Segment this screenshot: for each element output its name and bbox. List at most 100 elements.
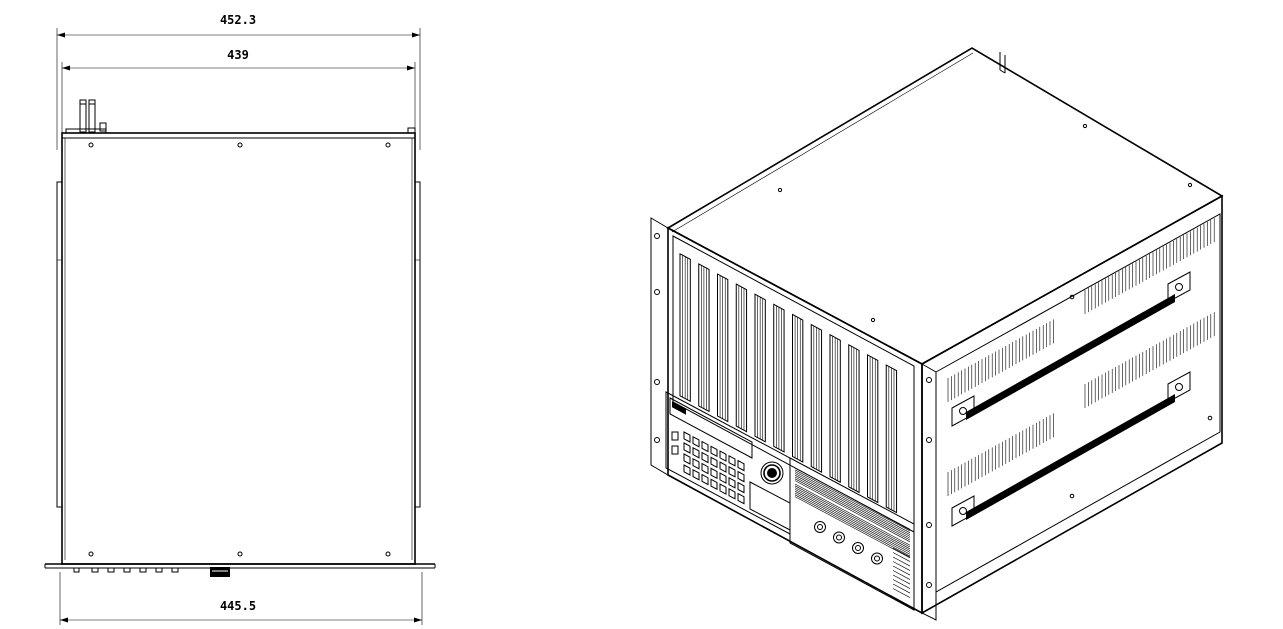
keypad-key xyxy=(728,477,736,489)
vent-column xyxy=(792,313,804,463)
vent-column xyxy=(679,252,691,403)
vent-slot xyxy=(794,490,911,553)
handle-end xyxy=(1167,371,1191,403)
vent-slot xyxy=(794,474,911,537)
vent-slot xyxy=(892,547,911,558)
keypad-key xyxy=(701,440,709,453)
top-view: 452.3 439 xyxy=(44,13,436,625)
keypad-key xyxy=(683,464,691,476)
keypad-key xyxy=(719,461,727,473)
keypad-key xyxy=(737,481,745,494)
bus-bar xyxy=(966,394,1175,520)
terminal-post-center xyxy=(874,555,880,562)
terminal-post-center xyxy=(855,545,861,551)
terminal-post xyxy=(871,552,883,565)
terminal-post xyxy=(833,531,845,544)
vent-slot xyxy=(892,579,911,589)
bus-bar xyxy=(966,294,1175,420)
vent-slot xyxy=(794,473,911,535)
vent-slot xyxy=(892,588,911,598)
terminal-post-center xyxy=(836,534,842,541)
chassis-side-face xyxy=(921,194,1223,615)
keypad-key xyxy=(692,446,700,459)
vent-slot xyxy=(892,574,911,585)
terminal-panel xyxy=(789,457,915,611)
dimension-body-width: 439 xyxy=(61,48,416,150)
chassis-body-top xyxy=(44,132,436,577)
rack-ear-right xyxy=(921,363,937,621)
side-vent-grille xyxy=(947,218,1215,496)
vent-column xyxy=(867,354,879,504)
handle-end xyxy=(1167,271,1191,303)
handle-bolt xyxy=(1175,283,1183,291)
front-vent-grille xyxy=(679,252,898,514)
vent-slot xyxy=(794,471,911,534)
dimension-label-overall-width: 452.3 xyxy=(220,13,256,27)
dimension-label-front-width: 445.5 xyxy=(220,599,256,613)
vent-slot xyxy=(794,492,911,555)
keypad-key xyxy=(710,456,718,469)
vent-slot xyxy=(794,467,911,530)
vent-column xyxy=(717,273,729,423)
keypad-key xyxy=(710,467,718,480)
keypad-key xyxy=(683,431,691,443)
vent-slot xyxy=(892,561,911,571)
rack-handles xyxy=(951,271,1191,527)
handle-bolt xyxy=(959,507,967,515)
keypad-key xyxy=(692,435,700,448)
vent-column xyxy=(735,283,748,433)
vent-slot xyxy=(892,583,911,594)
vent-slot xyxy=(892,552,911,562)
keypad-key xyxy=(728,455,736,467)
dimension-front-width: 445.5 xyxy=(59,572,423,625)
vent-slot xyxy=(794,483,911,546)
keypad-key xyxy=(719,483,727,495)
keypad-key xyxy=(683,442,691,454)
keypad xyxy=(671,431,745,505)
vent-column xyxy=(698,263,710,413)
vent-slot xyxy=(794,489,911,551)
vent-slot xyxy=(794,494,911,557)
vent-slot xyxy=(794,487,911,550)
power-switch xyxy=(671,445,679,455)
vent-slot xyxy=(892,556,911,567)
handle-end xyxy=(951,495,975,527)
keypad-key xyxy=(692,468,700,481)
keypad-key xyxy=(719,450,727,462)
rear-connectors xyxy=(65,99,416,134)
keypad-key xyxy=(728,466,736,478)
handle-bolt xyxy=(959,407,967,415)
terminal-post xyxy=(852,542,864,554)
isometric-view xyxy=(650,47,1224,621)
power-switch xyxy=(671,431,679,441)
handle-end xyxy=(951,395,975,427)
output-terminals xyxy=(814,521,883,565)
vent-column xyxy=(829,333,841,484)
keypad-key xyxy=(710,478,718,491)
vent-column xyxy=(754,293,766,443)
vent-slot xyxy=(794,469,911,532)
vent-slot xyxy=(794,480,911,543)
keypad-key xyxy=(701,451,709,464)
terminal-post xyxy=(814,521,826,533)
vent-slot xyxy=(794,485,911,548)
vent-slot xyxy=(794,496,911,559)
dimension-label-body-width: 439 xyxy=(227,48,249,62)
vent-column xyxy=(885,364,898,514)
keypad-key xyxy=(701,473,709,486)
vent-slot xyxy=(892,565,911,576)
keypad-key xyxy=(692,457,700,470)
vent-slot xyxy=(892,570,911,580)
vent-column xyxy=(810,323,823,473)
rack-ear-left xyxy=(650,217,669,476)
terminal-vent-grille xyxy=(794,467,911,598)
vent-column xyxy=(848,343,860,494)
keypad-key xyxy=(737,470,745,483)
terminal-post-center xyxy=(817,524,823,530)
keypad-key xyxy=(701,462,709,475)
keypad-key xyxy=(728,488,736,500)
keypad-key xyxy=(683,453,691,465)
vent-slot xyxy=(794,478,911,541)
keypad-key xyxy=(710,445,718,458)
